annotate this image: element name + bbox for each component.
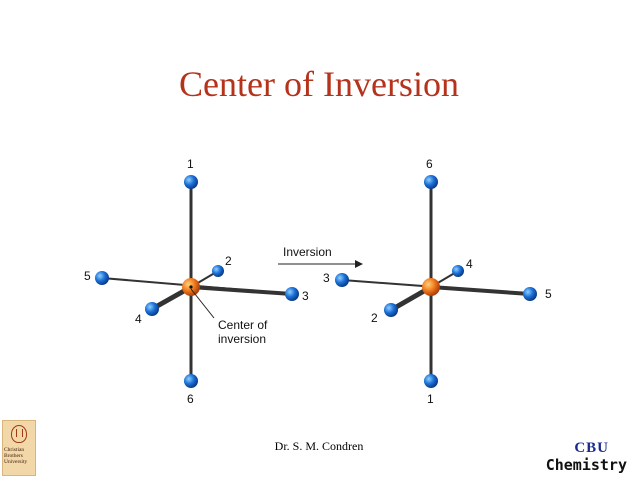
ligand-ball (184, 374, 198, 388)
center-label-line2: inversion (218, 332, 266, 346)
inversion-arrow: Inversion (278, 245, 363, 268)
ligand-ball (95, 271, 109, 285)
university-logo: Christian Brothers University (2, 420, 36, 476)
university-name-line: University (4, 459, 28, 465)
label-right: 3 (302, 289, 309, 303)
label-lower-left: 2 (371, 311, 378, 325)
ligand-ball (145, 302, 159, 316)
bond-5 (430, 285, 531, 296)
ligand-ball (384, 303, 398, 317)
ligand-ball (452, 265, 464, 277)
university-name-line: Brothers (4, 453, 23, 459)
footer-author: Dr. S. M. Condren (274, 439, 364, 453)
chemistry-logo-text: Chemistry (545, 456, 627, 474)
bond-3 (190, 285, 293, 296)
cbu-chemistry-logo: CBU Chemistry (546, 440, 633, 476)
label-top: 1 (187, 157, 194, 171)
arrow-label: Inversion (283, 245, 332, 259)
ligand-ball (184, 175, 198, 189)
university-name-line: Christian (4, 447, 25, 453)
center-pointer-line (190, 288, 215, 319)
ligand-ball (335, 273, 349, 287)
label-lower-left: 4 (135, 312, 142, 326)
right-molecule: 6 4 5 2 3 1 (323, 157, 552, 406)
label-right: 5 (545, 287, 552, 301)
slide-title: Center of Inversion (179, 64, 459, 104)
label-upper-right: 2 (225, 254, 232, 268)
left-molecule: 1 2 3 4 5 6 Center of inversion (84, 157, 309, 406)
label-top: 6 (426, 157, 433, 171)
label-left: 3 (323, 271, 330, 285)
ligand-ball (424, 374, 438, 388)
ligand-ball (212, 265, 224, 277)
label-upper-right: 4 (466, 257, 473, 271)
university-name: Christian Brothers University (4, 447, 36, 465)
label-bottom: 1 (427, 392, 434, 406)
label-bottom: 6 (187, 392, 194, 406)
center-point (189, 285, 193, 289)
cbu-logo-text: CBU (574, 440, 609, 456)
center-atom (422, 278, 440, 296)
center-label-line1: Center of (218, 318, 268, 332)
label-left: 5 (84, 269, 91, 283)
crest-icon (11, 425, 27, 443)
ligand-ball (424, 175, 438, 189)
ligand-ball (285, 287, 299, 301)
ligand-ball (523, 287, 537, 301)
